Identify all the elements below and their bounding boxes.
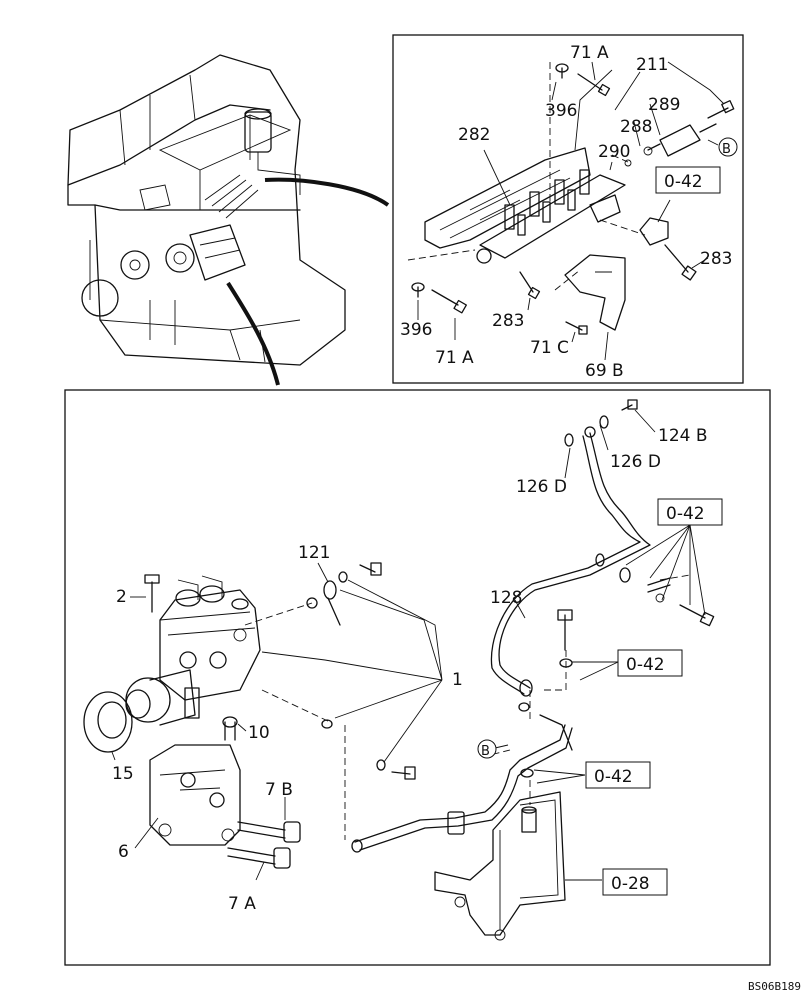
drawing-code: BS06B189 [748, 980, 801, 993]
label-042-b: 0-42 [626, 655, 665, 675]
label-028: 0-28 [611, 874, 650, 894]
label-126d-left: 126 D [516, 477, 567, 497]
ref-box-042-c: 0-42 [585, 761, 651, 789]
label-10: 10 [248, 723, 270, 743]
label-283-mid: 283 [492, 311, 524, 331]
label-126d-right: 126 D [610, 452, 661, 472]
label-7a: 7 A [228, 894, 256, 914]
label-396-top: 396 [545, 101, 577, 121]
ref-box-028: 0-28 [602, 868, 668, 896]
engine-overview-illustration [67, 54, 390, 386]
label-396-bottom: 396 [400, 320, 432, 340]
label-042-top: 0-42 [664, 172, 703, 192]
label-7b: 7 B [265, 780, 293, 800]
label-042-a: 0-42 [666, 504, 705, 524]
label-121: 121 [298, 543, 330, 563]
ref-box-042-a: 0-42 [657, 498, 723, 526]
label-128: 128 [490, 588, 522, 608]
label-283-right: 283 [700, 249, 732, 269]
circle-b-bottom-callout: B [477, 739, 497, 759]
label-211: 211 [636, 55, 668, 75]
label-69b: 69 B [585, 361, 624, 381]
label-289: 289 [648, 95, 680, 115]
label-circle-b-bottom: B [481, 744, 490, 759]
label-042-c: 0-42 [594, 767, 633, 787]
circle-b-top-callout: B [718, 137, 738, 157]
part-labels: 71 A 211 396 289 288 282 290 B 0-42 283 … [112, 43, 801, 993]
ref-box-042-b: 0-42 [617, 649, 683, 677]
label-290: 290 [598, 142, 630, 162]
label-71c: 71 C [530, 338, 569, 358]
label-2: 2 [116, 587, 127, 607]
label-288: 288 [620, 117, 652, 137]
label-124b: 124 B [658, 426, 708, 446]
label-282: 282 [458, 125, 490, 145]
label-15: 15 [112, 764, 134, 784]
label-1: 1 [452, 670, 463, 690]
detail-box-top [392, 34, 744, 384]
main-detail-box [64, 389, 771, 966]
label-6: 6 [118, 842, 129, 862]
label-71a-bottom: 71 A [435, 348, 474, 368]
label-71a-top: 71 A [570, 43, 609, 63]
ref-box-042-top: 0-42 [655, 166, 721, 194]
label-circle-b-top: B [722, 142, 731, 157]
